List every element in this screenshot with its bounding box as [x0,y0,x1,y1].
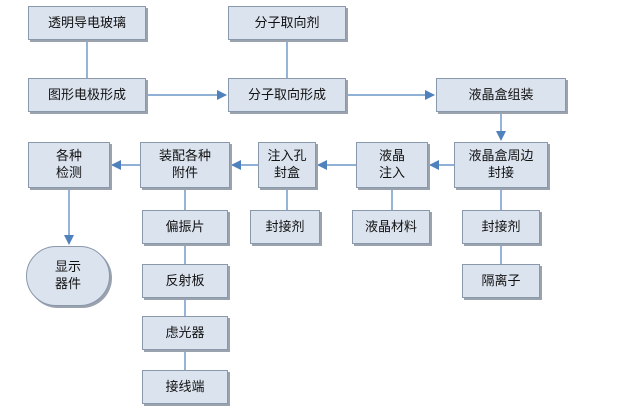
node-spacer: 隔离子 [462,264,540,298]
node-attach-parts: 装配各种 附件 [140,142,230,188]
node-light-filter: 虑光器 [142,316,228,350]
node-sealant-port: 封接剂 [250,210,320,244]
node-inspection: 各种 检测 [28,142,110,188]
node-transparent-conductive-glass: 透明导电玻璃 [28,6,146,40]
node-display-device: 显示 器件 [26,246,110,306]
node-lc-injection: 液晶 注入 [356,142,428,188]
node-polarizer: 偏振片 [142,210,228,244]
node-terminal-connector: 接线端 [142,370,228,404]
node-molecular-alignment-forming: 分子取向形成 [228,78,346,112]
node-sealant-peripheral: 封接剂 [462,210,540,244]
node-cell-peripheral-sealing: 液晶盒周边 封接 [454,142,548,188]
node-molecular-alignment-agent: 分子取向剂 [228,6,346,40]
node-reflector: 反射板 [142,264,228,298]
node-lc-cell-assembly: 液晶盒组装 [436,78,566,112]
node-lc-material: 液晶材料 [352,210,430,244]
node-injection-port-sealing: 注入孔 封盒 [258,142,316,188]
node-pattern-electrode-forming: 图形电极形成 [28,78,146,112]
